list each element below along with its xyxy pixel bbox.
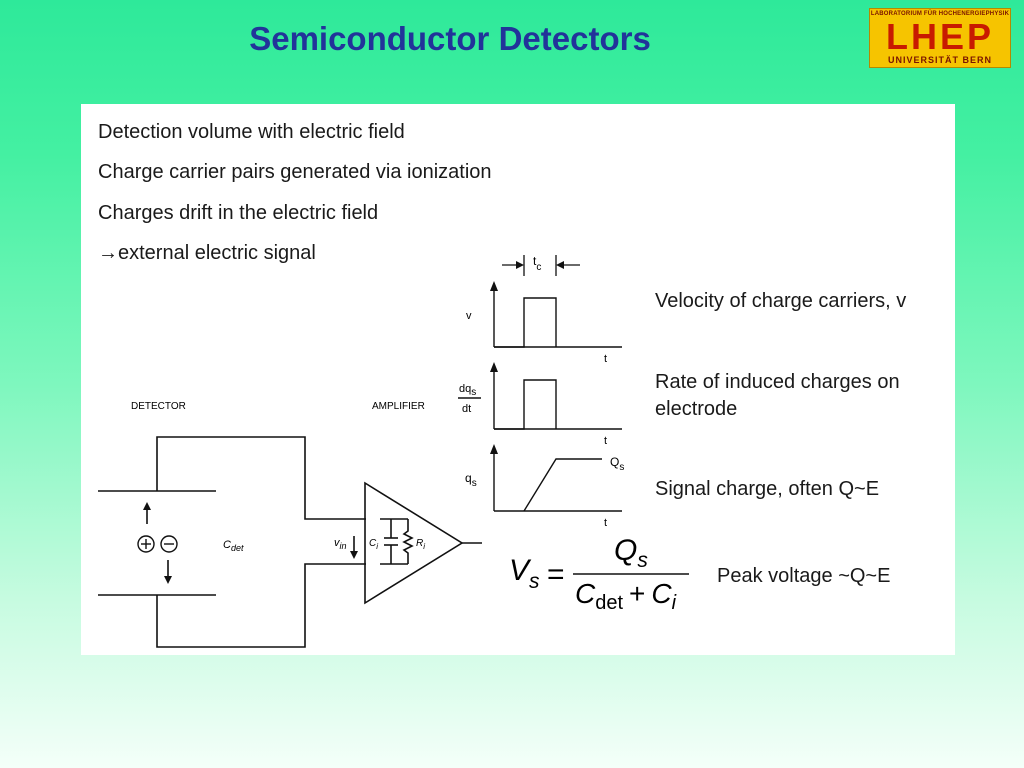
detector-label: DETECTOR <box>131 401 186 412</box>
rate-axis-denominator: dt <box>462 403 471 415</box>
velocity-description: Velocity of charge carriers, v <box>655 290 907 312</box>
velocity-plot <box>490 281 622 348</box>
svg-text:Qs: Qs <box>614 534 648 572</box>
svg-text:Vs: Vs <box>509 554 540 593</box>
plot3-t-label: t <box>604 517 607 529</box>
content-panel <box>81 104 955 655</box>
rate-description-line1: Rate of induced charges on <box>655 371 900 393</box>
tc-marker <box>502 255 580 276</box>
rate-plot <box>458 362 622 430</box>
velocity-axis-label: v <box>466 310 472 322</box>
bullet-4: →external electric signal <box>98 242 316 264</box>
amplifier-label: AMPLIFIER <box>372 401 425 412</box>
plot2-t-label: t <box>604 435 607 447</box>
rate-axis-numerator: dqs <box>459 383 476 398</box>
ci-label: Ci <box>369 538 378 551</box>
rate-description-line2: electrode <box>655 398 738 420</box>
bullet-3: Charges drift in the electric field <box>98 202 379 224</box>
svg-text:Cdet+Ci: Cdet+Ci <box>575 578 677 614</box>
vin-label: vin <box>334 537 347 551</box>
charge-axis-label: qs <box>465 471 477 489</box>
ri-label: Ri <box>416 538 425 551</box>
svg-text:=: = <box>547 558 565 591</box>
tc-label: tc <box>533 254 541 273</box>
cdet-label: Cdet <box>223 539 244 553</box>
charge-plot <box>490 444 622 512</box>
qs-saturation-label: Qs <box>610 455 624 473</box>
circuit-arrowheads <box>143 502 358 584</box>
logo-bottom-text: UNIVERSITÄT BERN <box>887 55 992 65</box>
peak-description: Peak voltage ~Q~E <box>717 565 891 587</box>
signal-description: Signal charge, often Q~E <box>655 478 880 500</box>
bullet-1: Detection volume with electric field <box>98 121 405 143</box>
circuit-wires <box>98 436 482 648</box>
lhep-logo: LABORATORIUM FÜR HOCHENERGIEPHYSIK LHEP … <box>869 8 1011 68</box>
bullet-2: Charge carrier pairs generated via ioniz… <box>98 161 492 183</box>
logo-main-text: LHEP <box>885 16 994 57</box>
peak-voltage-formula: Vs = Qs Cdet+Ci <box>509 534 689 614</box>
plot1-t-label: t <box>604 353 607 365</box>
charge-pair-symbol <box>137 535 178 553</box>
logo-top-text: LABORATORIUM FÜR HOCHENERGIEPHYSIK <box>870 11 1010 17</box>
slide-title: Semiconductor Detectors <box>249 20 651 57</box>
